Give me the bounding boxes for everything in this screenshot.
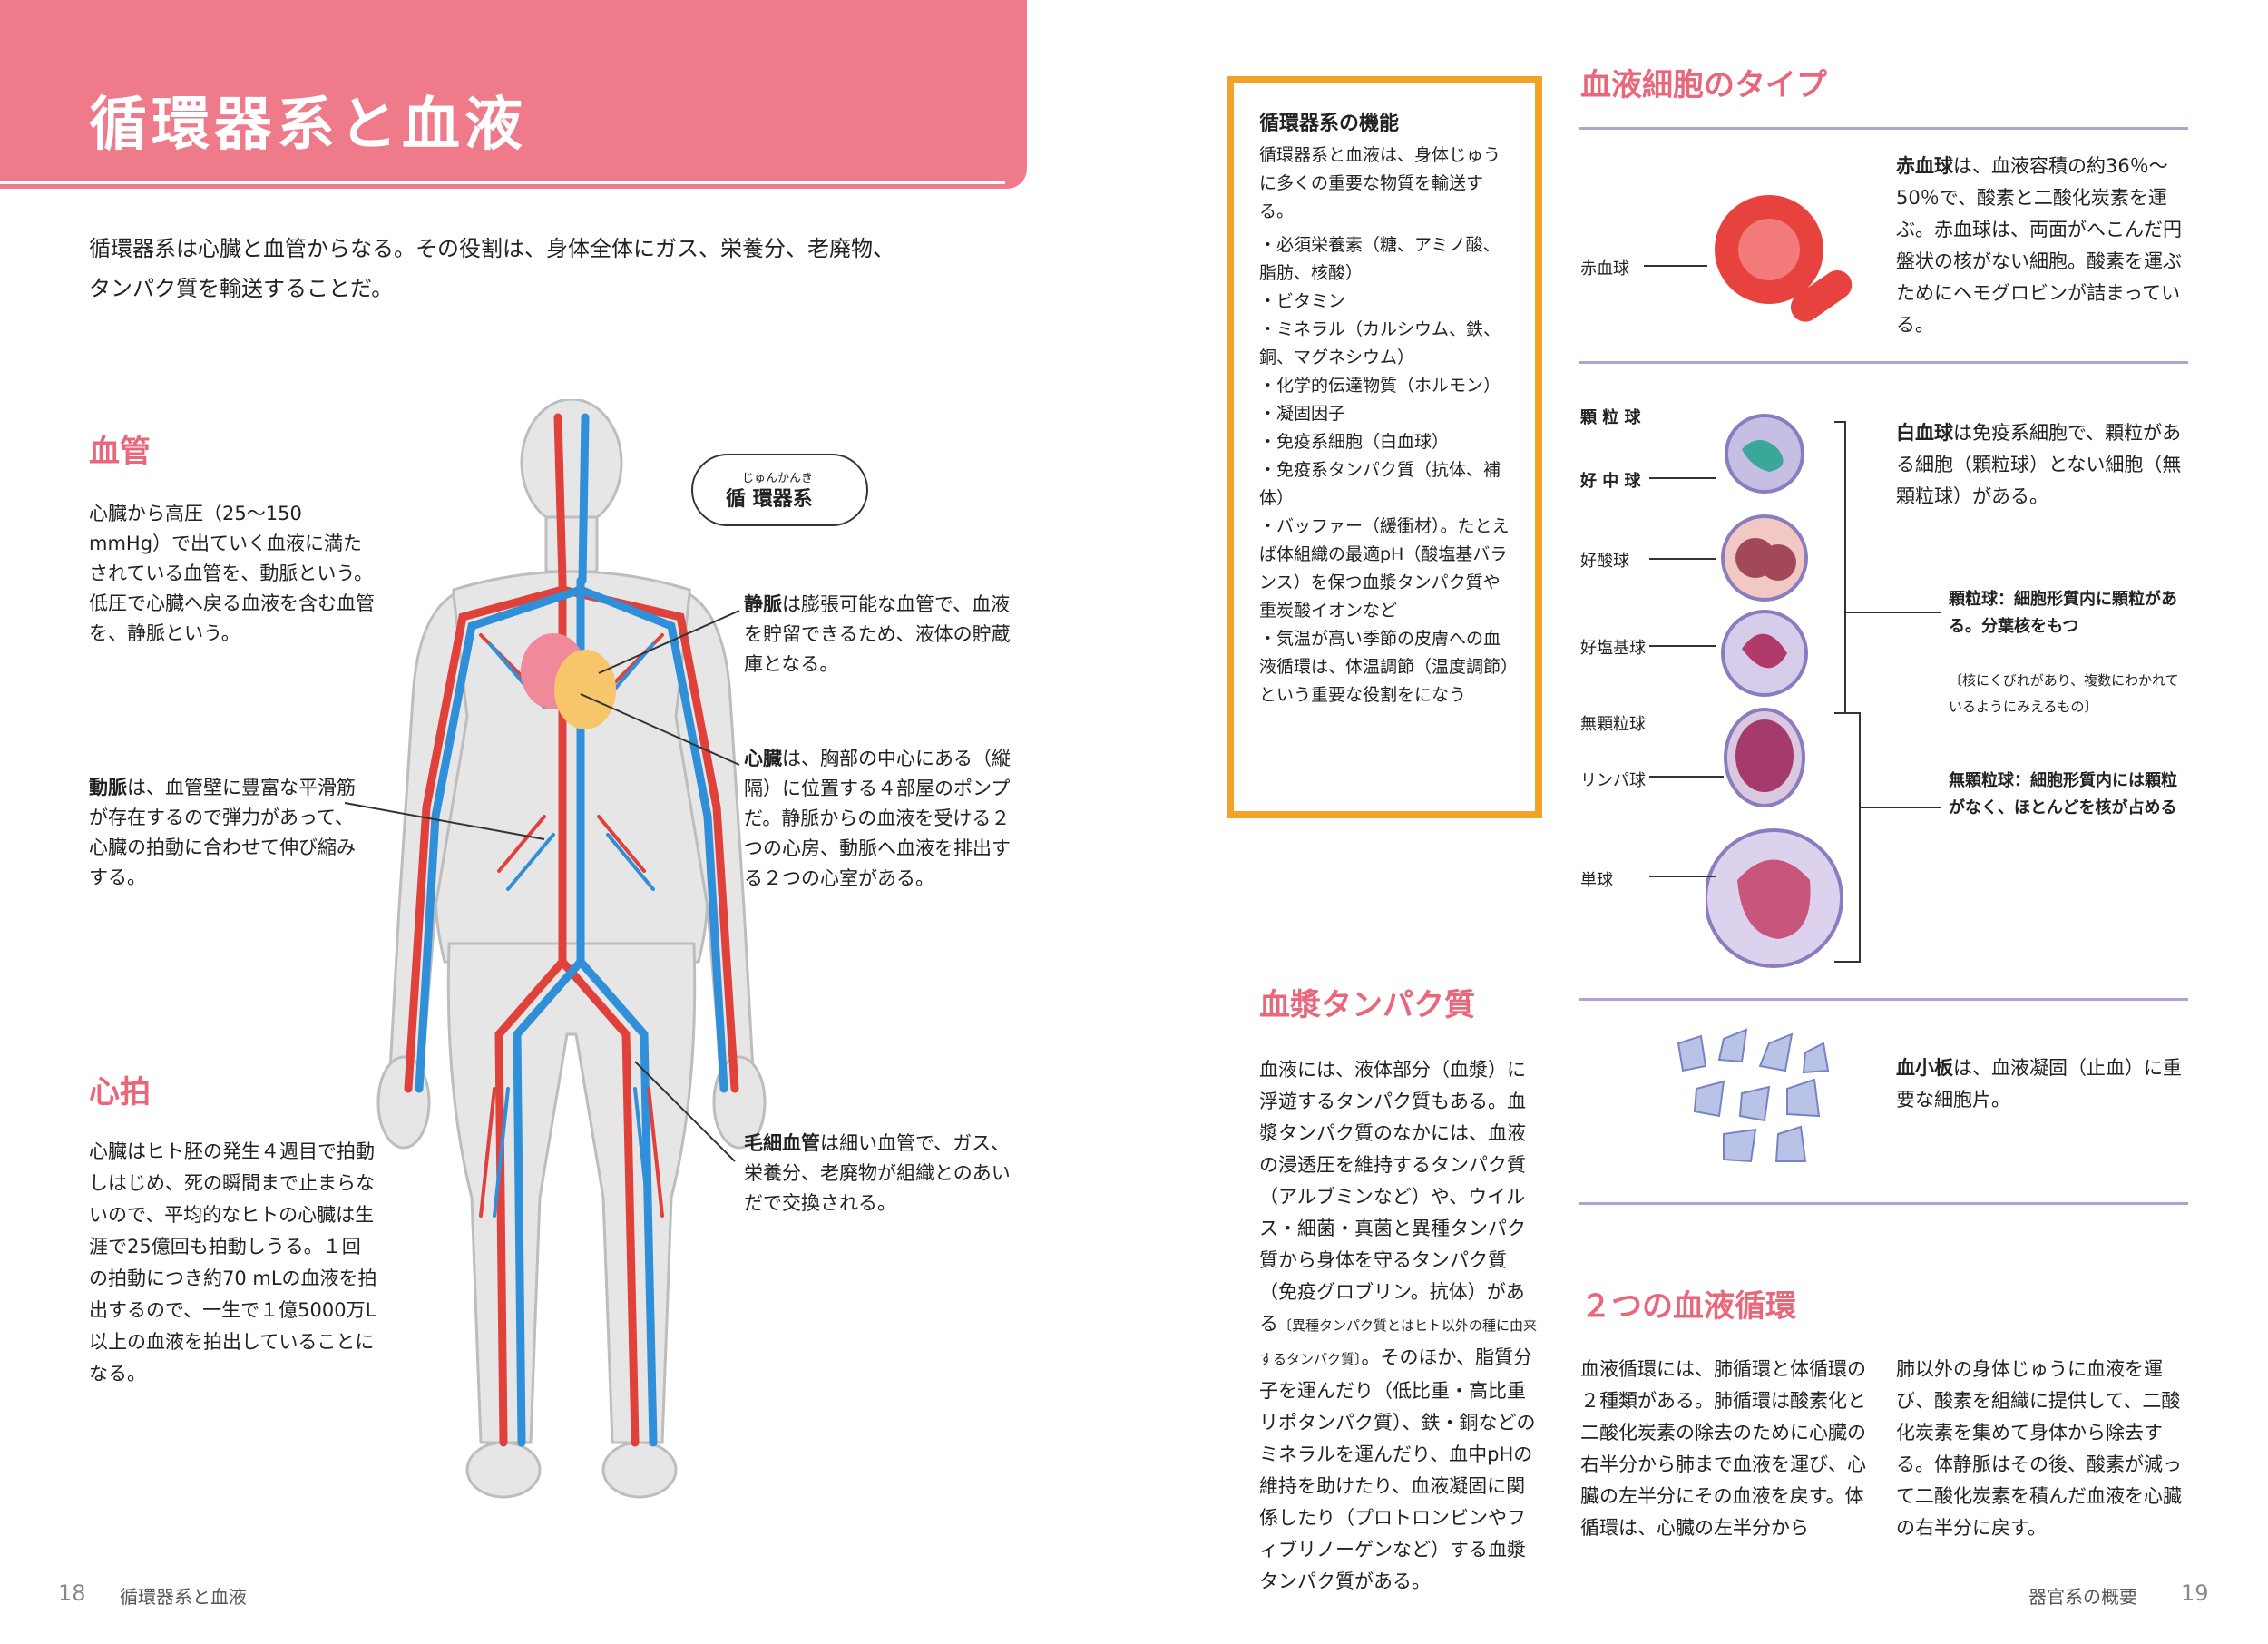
function-box-title: 循環器系の機能 xyxy=(1259,113,1400,135)
vessels-text: 心臓から高圧（25〜150 mmHg）で出ていく血液に満たされている血管を、動脈… xyxy=(89,503,375,644)
rbc-term: 赤血球 xyxy=(1896,155,1953,177)
agranulocyte-label: 無顆粒球 xyxy=(1580,715,1646,734)
function-item: ・凝固因子 xyxy=(1259,404,1346,424)
platelet-description: 血小板は、血液凝固（止血）に重要な細胞片。 xyxy=(1896,1052,2191,1116)
basophil-label: 好塩基球 xyxy=(1580,639,1646,658)
agranulocyte-note: 無顆粒球：細胞形質内には顆粒がなく、ほとんどを核が占める xyxy=(1949,771,2177,817)
page-number-right: 19 xyxy=(2181,1580,2209,1606)
vein-annotation: 静脈は膨張可能な血管で、血液を貯留できるため、液体の貯蔵庫となる。 xyxy=(744,590,1016,680)
capillary-term: 毛細血管 xyxy=(744,1132,820,1154)
platelet-term: 血小板 xyxy=(1896,1057,1953,1079)
lymphocyte-label: リンパ球 xyxy=(1580,771,1646,790)
divider xyxy=(1579,1202,2188,1205)
divider xyxy=(1579,361,2188,364)
capillary-desc: は細い血管で、ガス、栄養分、老廃物が組織とのあいだで交換される。 xyxy=(744,1132,1011,1214)
plasma-heading: 血漿タンパク質 xyxy=(1259,987,1475,1023)
red-blood-cell-illustration xyxy=(1715,195,1853,322)
page-number-left: 18 xyxy=(58,1580,86,1606)
granulocyte-label: 顆 粒 球 xyxy=(1580,408,1641,427)
circulatory-body-illustration xyxy=(376,399,767,1499)
vessels-heading: 血管 xyxy=(89,434,151,470)
circulation-col2: 肺以外の身体じゅうに血液を運び、酸素を組織に提供して、二酸化炭素を集めて身体から… xyxy=(1896,1358,2182,1539)
heart-annotation: 心臓は、胸部の中心にある（縦隔）に位置する４部屋のポンプだ。静脈からの血液を受け… xyxy=(744,744,1016,894)
function-item: ・気温が高い季節の皮膚への血液循環は、体温調節（温度調節）という重要な役割をにな… xyxy=(1259,629,1510,705)
vein-desc: は膨張可能な血管で、血液を貯留できるため、液体の貯蔵庫となる。 xyxy=(744,593,1011,675)
heart-desc: は、胸部の中心にある（縦隔）に位置する４部屋のポンプだ。静脈からの血液を受ける２… xyxy=(744,748,1011,889)
bubble-label: 循 環器系 xyxy=(726,488,813,511)
page-title: 循環器系と血液 xyxy=(89,92,527,159)
monocyte-label: 単球 xyxy=(1580,871,1613,890)
rbc-label: 赤血球 xyxy=(1580,259,1629,279)
function-item: ・化学的伝達物質（ホルモン） xyxy=(1259,376,1501,396)
granulocyte-subnote: 〔核にくびれがあり、複数にわかれているようにみえるもの〕 xyxy=(1949,672,2179,715)
footer-title-right: 器官系の概要 xyxy=(2028,1586,2137,1608)
heart-term: 心臓 xyxy=(744,748,782,769)
artery-term: 動脈 xyxy=(89,777,127,798)
neutrophil-label: 好 中 球 xyxy=(1580,472,1641,491)
heartbeat-heading: 心拍 xyxy=(89,1074,151,1111)
circulation-heading: ２つの血液循環 xyxy=(1580,1288,1796,1325)
function-item: ・必須栄養素（糖、アミノ酸、脂肪、核酸） xyxy=(1259,235,1501,283)
artery-desc: は、血管壁に豊富な平滑筋が存在するので弾力があって、心臓の拍動に合わせて伸び縮み… xyxy=(89,777,356,888)
circulation-col1: 血液循環には、肺循環と体循環の２種類がある。肺循環は酸素化と二酸化炭素の除去のた… xyxy=(1580,1358,1866,1539)
function-item: ・バッファー（緩衝材）。たとえば体組織の最適pH（酸塩基バランス）を保つ血漿タン… xyxy=(1259,516,1510,621)
diagram-leader-lines xyxy=(344,610,740,1162)
wbc-term: 白血球 xyxy=(1896,422,1953,444)
wbc-desc: は免疫系細胞で、顆粒がある細胞（顆粒球）とない細胞（無顆粒球）がある。 xyxy=(1896,422,2182,507)
granulocyte-note: 顆粒球：細胞形質内に顆粒がある。分葉核をもつ xyxy=(1949,590,2177,636)
footer-title-left: 循環器系と血液 xyxy=(120,1586,247,1608)
white-blood-cells-illustration xyxy=(1706,414,1843,968)
divider xyxy=(1579,127,2188,130)
function-item: ・免疫系細胞（白血球） xyxy=(1259,432,1450,452)
function-item: ・免疫系タンパク質（抗体、補体） xyxy=(1259,460,1501,508)
leader-line xyxy=(1644,265,1707,267)
plasma-main: 血液には、液体部分（血漿）に浮遊するタンパク質もある。血漿タンパク質のなかには、… xyxy=(1259,1059,1526,1335)
heartbeat-text: 心臓はヒト胚の発生４週目で拍動しはじめ、死の瞬間まで止まらないので、平均的なヒト… xyxy=(89,1140,377,1385)
eosinophil-label: 好酸球 xyxy=(1580,552,1629,571)
rbc-description: 赤血球は、血液容積の約36％〜50％で、酸素と二酸化炭素を運ぶ。赤血球は、両面が… xyxy=(1896,151,2191,341)
wbc-description: 白血球は免疫系細胞で、顆粒がある細胞（顆粒球）とない細胞（無顆粒球）がある。 xyxy=(1896,417,2191,513)
cell-types-heading: 血液細胞のタイプ xyxy=(1580,67,1827,103)
platelets-illustration xyxy=(1677,1028,1830,1163)
function-list: ・必須栄養素（糖、アミノ酸、脂肪、核酸） ・ビタミン ・ミネラル（カルシウム、鉄… xyxy=(1259,231,1510,709)
plasma-text: 血液には、液体部分（血漿）に浮遊するタンパク質もある。血漿タンパク質のなかには、… xyxy=(1259,1054,1540,1598)
plasma-note: 〔異種タンパク質とはヒト以外の種に由来するタンパク質〕 xyxy=(1259,1317,1538,1367)
intro-text: 循環器系は心臓と血管からなる。その役割は、身体全体にガス、栄養分、老廃物、タンパ… xyxy=(89,236,894,301)
vein-term: 静脈 xyxy=(744,593,782,615)
system-bubble xyxy=(691,454,868,526)
cell-bracket-lines xyxy=(1649,421,1941,963)
title-underline xyxy=(0,181,1005,184)
function-item: ・ミネラル（カルシウム、鉄、銅、マグネシウム） xyxy=(1259,319,1501,367)
rbc-desc: は、血液容積の約36％〜50％で、酸素と二酸化炭素を運ぶ。赤血球は、両面がへこん… xyxy=(1896,155,2182,336)
plasma-main-2: 。そのほか、脂質分子を運んだり（低比重・高比重リポタンパク質）、鉄・銅などのミネ… xyxy=(1259,1346,1536,1592)
function-box: 循環器系の機能 循環器系と血液は、身体じゅうに多くの重要な物質を輸送する。 ・必… xyxy=(1227,76,1542,818)
divider xyxy=(1579,998,2188,1001)
title-band xyxy=(0,0,1027,189)
bubble-ruby: じゅんかんき xyxy=(742,472,814,485)
artery-annotation: 動脈は、血管壁に豊富な平滑筋が存在するので弾力があって、心臓の拍動に合わせて伸び… xyxy=(89,773,361,893)
function-item: ・ビタミン xyxy=(1259,291,1346,311)
function-box-lead: 循環器系と血液は、身体じゅうに多くの重要な物質を輸送する。 xyxy=(1259,145,1501,221)
platelet-desc: は、血液凝固（止血）に重要な細胞片。 xyxy=(1896,1057,2182,1111)
capillary-annotation: 毛細血管は細い血管で、ガス、栄養分、老廃物が組織とのあいだで交換される。 xyxy=(744,1129,1016,1218)
